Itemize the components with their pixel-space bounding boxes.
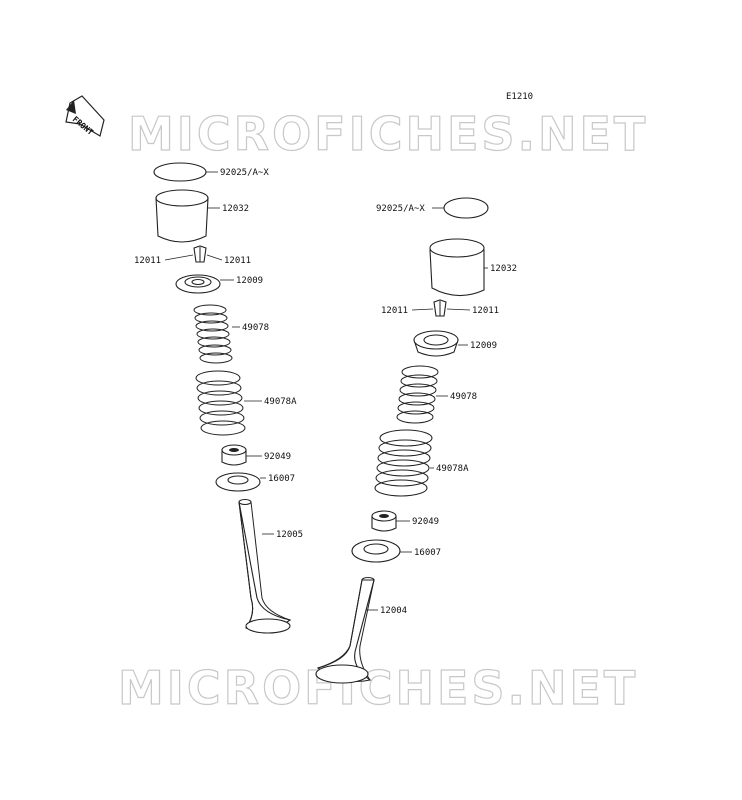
left-inner-spring-label: 49078 — [242, 323, 269, 333]
right-outer-spring-label: 49078A — [436, 464, 469, 474]
right-spring-seat-label: 16007 — [414, 548, 441, 558]
watermark-top: MICROFICHES.NET — [128, 107, 648, 161]
left-outer-spring-label: 49078A — [264, 397, 297, 407]
right-outer-spring: 49078A — [374, 429, 469, 497]
right-shim-label: 92025/A~X — [376, 204, 425, 214]
left-inner-spring: 49078 — [193, 304, 269, 364]
right-stem-seal: 92049 — [371, 510, 439, 532]
left-shim: 92025/A~X — [153, 162, 269, 182]
right-inner-spring-label: 49078 — [450, 392, 477, 402]
left-stem-seal: 92049 — [221, 444, 291, 466]
right-stem-seal-label: 92049 — [412, 517, 439, 527]
left-valve-assembly: 92025/A~X 12032 12011 12011 12009 — [134, 162, 303, 634]
right-shim: 92025/A~X — [376, 197, 489, 219]
right-valve-assembly: 92025/A~X 12032 12011 12011 12009 — [315, 197, 517, 684]
left-cotter-right-label: 12011 — [224, 256, 251, 266]
left-tappet: 12032 — [155, 189, 249, 243]
left-tappet-label: 12032 — [222, 204, 249, 214]
right-tappet-label: 12032 — [490, 264, 517, 274]
right-spring-seat: 16007 — [351, 539, 441, 563]
right-cotter-left-label: 12011 — [381, 306, 408, 316]
left-spring-seat-label: 16007 — [268, 474, 295, 484]
watermark-bottom: MICROFICHES.NET — [118, 661, 638, 715]
left-stem-seal-label: 92049 — [264, 452, 291, 462]
left-valve: 12005 — [238, 498, 303, 634]
left-retainer-label: 12009 — [236, 276, 263, 286]
right-retainer: 12009 — [413, 330, 497, 357]
right-inner-spring: 49078 — [396, 365, 477, 424]
left-spring-seat: 16007 — [215, 472, 295, 492]
front-arrow-icon: FRONT — [65, 95, 105, 137]
diagram-code: E1210 — [506, 92, 533, 102]
right-tappet: 12032 — [429, 238, 517, 297]
right-valve-label: 12004 — [380, 606, 407, 616]
left-valve-label: 12005 — [276, 530, 303, 540]
left-outer-spring: 49078A — [195, 370, 297, 436]
left-shim-label: 92025/A~X — [220, 168, 269, 178]
left-cotters: 12011 12011 — [134, 245, 251, 266]
left-cotter-left-label: 12011 — [134, 256, 161, 266]
right-valve: 12004 — [315, 576, 407, 684]
right-cotters: 12011 12011 — [381, 299, 499, 317]
right-retainer-label: 12009 — [470, 341, 497, 351]
left-retainer: 12009 — [175, 274, 263, 294]
right-cotter-right-label: 12011 — [472, 306, 499, 316]
